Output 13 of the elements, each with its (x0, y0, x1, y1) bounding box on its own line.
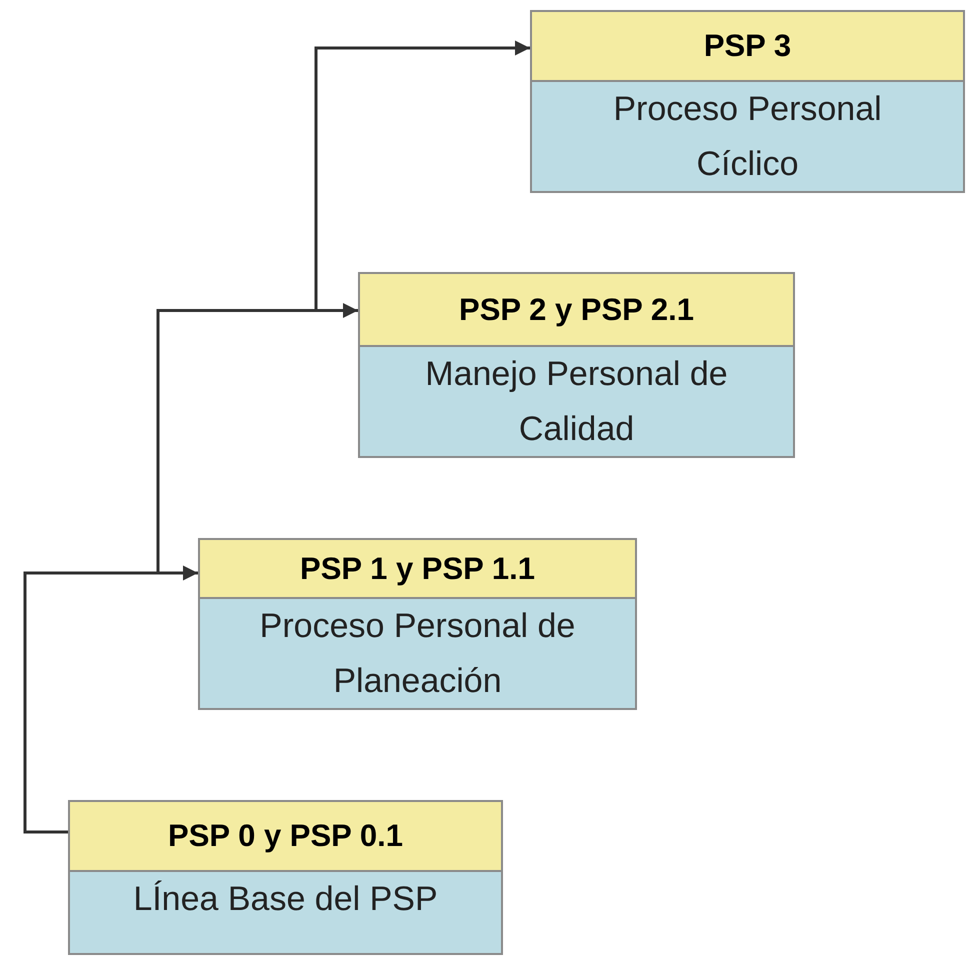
level-heading: PSP 2 y PSP 2.1 (360, 274, 793, 348)
process-box (358, 272, 795, 458)
level-description: Manejo Personal de Calidad (424, 354, 729, 450)
process-box (198, 538, 637, 710)
level-heading: PSP 3 (532, 12, 963, 82)
connector-arrow (314, 40, 530, 312)
level-description: LÍnea Base del PSP (132, 879, 439, 920)
level-heading: PSP 0 y PSP 0.1 (70, 802, 501, 872)
process-box (530, 10, 965, 193)
level-heading: PSP 1 y PSP 1.1 (200, 540, 635, 600)
process-box (68, 800, 503, 955)
level-description: Proceso Personal Cíclico (612, 89, 883, 185)
level-description: Proceso Personal de Planeación (258, 606, 576, 702)
